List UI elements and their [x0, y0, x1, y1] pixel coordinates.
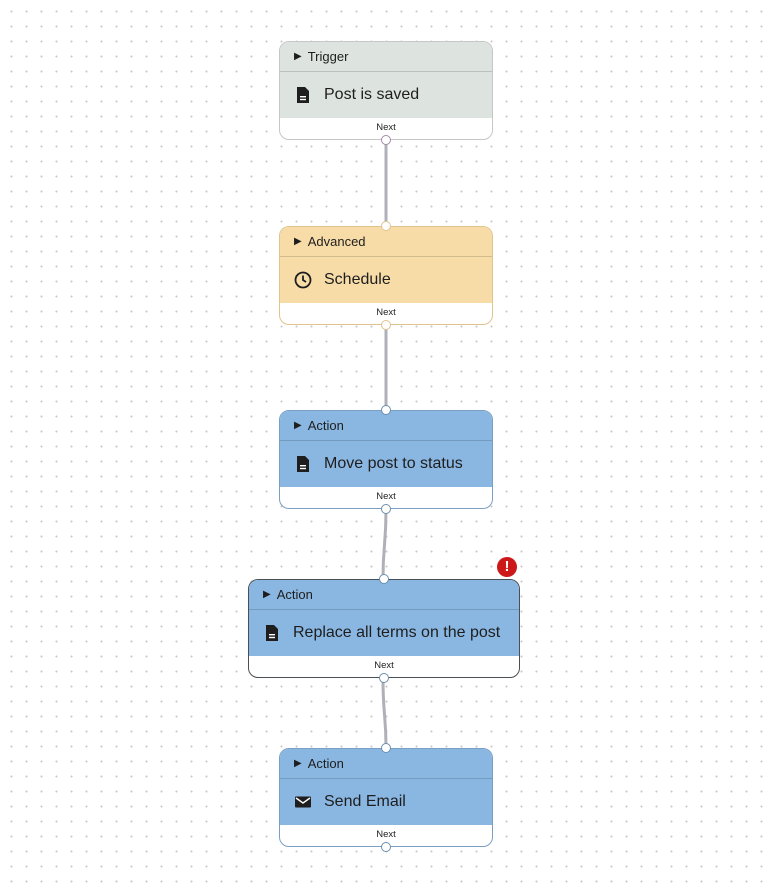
node-footer: Next: [376, 829, 396, 840]
node-title: Move post to status: [324, 455, 463, 472]
node-replace-all-terms-on-the-post[interactable]: ▶ Action Replace all terms on the post Ne…: [248, 579, 520, 678]
edge: [381, 509, 388, 579]
input-port[interactable]: [381, 405, 391, 415]
output-port[interactable]: [381, 135, 391, 145]
node-header[interactable]: ▶ Action: [280, 411, 492, 441]
expand-triangle-icon[interactable]: ▶: [294, 420, 302, 431]
node-footer: Next: [376, 491, 396, 502]
output-port[interactable]: [381, 842, 391, 852]
node-footer: Next: [376, 307, 396, 318]
node-schedule[interactable]: ▶ Advanced Schedule Next: [279, 226, 493, 325]
error-icon[interactable]: !: [497, 557, 517, 577]
node-body: Schedule: [280, 257, 492, 303]
node-title: Post is saved: [324, 86, 420, 103]
output-port[interactable]: [379, 673, 389, 683]
node-type: Trigger: [307, 49, 349, 64]
node-type: Action: [307, 756, 344, 771]
node-header[interactable]: ▶ Trigger: [280, 42, 492, 72]
clock-icon: [294, 271, 312, 289]
envelope-icon: [294, 793, 312, 811]
node-type: Action: [307, 418, 344, 433]
document-icon: [294, 455, 312, 473]
output-port[interactable]: [381, 504, 391, 514]
node-move-post-to-status[interactable]: ▶ Action Move post to status Next: [279, 410, 493, 509]
node-body: Replace all terms on the post: [249, 610, 519, 656]
input-port[interactable]: [379, 574, 389, 584]
expand-triangle-icon[interactable]: ▶: [263, 589, 271, 600]
node-title: Send Email: [324, 793, 406, 810]
node-footer: Next: [376, 122, 396, 133]
node-send-email[interactable]: ▶ Action Send Email Next: [279, 748, 493, 847]
node-header[interactable]: ▶ Action: [280, 749, 492, 779]
input-port[interactable]: [381, 221, 391, 231]
document-icon: [294, 86, 312, 104]
expand-triangle-icon[interactable]: ▶: [294, 758, 302, 769]
node-type: Action: [276, 587, 313, 602]
node-header[interactable]: ▶ Action: [249, 580, 519, 610]
input-port[interactable]: [381, 743, 391, 753]
node-body: Post is saved: [280, 72, 492, 118]
node-header[interactable]: ▶ Advanced: [280, 227, 492, 257]
node-title: Schedule: [324, 271, 391, 288]
node-footer: Next: [374, 660, 394, 671]
node-title: Replace all terms on the post: [293, 624, 501, 641]
output-port[interactable]: [381, 320, 391, 330]
node-body: Send Email: [280, 779, 492, 825]
node-body: Move post to status: [280, 441, 492, 487]
node-post-is-saved[interactable]: ▶ Trigger Post is saved Next: [279, 41, 493, 140]
expand-triangle-icon[interactable]: ▶: [294, 51, 302, 62]
node-type: Advanced: [307, 234, 366, 249]
document-icon: [263, 624, 281, 642]
edge: [381, 678, 388, 748]
expand-triangle-icon[interactable]: ▶: [294, 236, 302, 247]
